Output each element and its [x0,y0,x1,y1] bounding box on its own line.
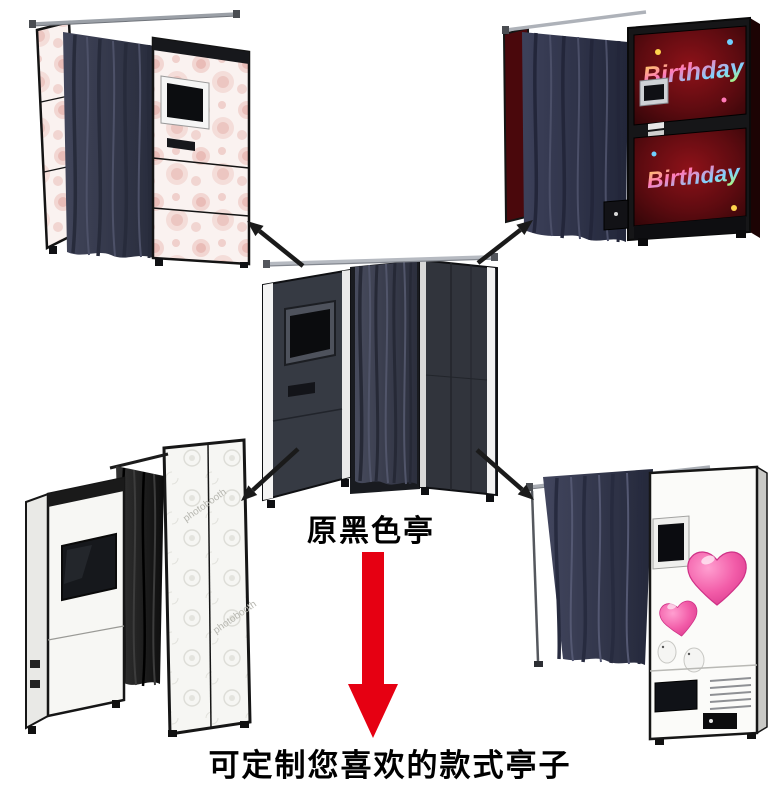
center-caption: 原黑色亭 [307,515,435,548]
control-box [703,713,737,729]
red-down-arrow [348,552,398,738]
floral-booth-photo [29,10,251,268]
floral-booth-curtain [63,32,155,258]
floral-booth-top-rail [29,10,240,28]
original-black-booth-photo [262,253,498,508]
hearts-booth-column [648,465,768,741]
birthday-booth-top-rail [502,10,647,34]
white-booth-curtain [116,466,164,685]
bottom-caption: 可定制您喜欢的款式亭子 [208,748,572,783]
floral-booth-screen [167,83,203,122]
floral-booth-right-column [151,36,251,266]
white-birds [657,640,705,673]
white-booth-back-wall: photobooth photobooth [162,438,257,736]
white-booth-top-frame [109,452,169,470]
birthday-booth-side-box [603,199,629,231]
white-booth-feet [28,700,249,737]
white-pattern-booth-photo: photobooth photobooth [25,438,257,737]
black-booth-print-slot [288,382,315,397]
floral-booth-print-slot [167,138,195,151]
black-booth-front-panel [262,268,351,502]
coin-box [654,679,698,713]
hearts-booth-feet [655,733,756,745]
hearts-booth-photo [526,465,768,745]
black-booth-side-wall [419,258,498,497]
black-booth-doorway [350,260,420,494]
birthday-booth-screen [644,84,664,101]
birthday-booth-photo: Birthday Birthday [502,10,760,246]
birthday-booth-right-column: Birthday Birthday [627,16,760,246]
floral-booth-feet [49,246,248,268]
vent-slits [709,677,752,710]
black-booth-screen [290,309,330,358]
birthday-booth-curtain [522,32,628,242]
hearts-booth-curtain-folds [554,471,642,665]
birthday-booth-curtain-folds [532,32,621,243]
floral-booth-curtain-folds [71,34,152,259]
black-booth-feet [267,479,494,508]
hearts-booth-screen [658,523,684,562]
white-booth-cabin [25,476,126,730]
hearts-graphic [659,551,747,637]
